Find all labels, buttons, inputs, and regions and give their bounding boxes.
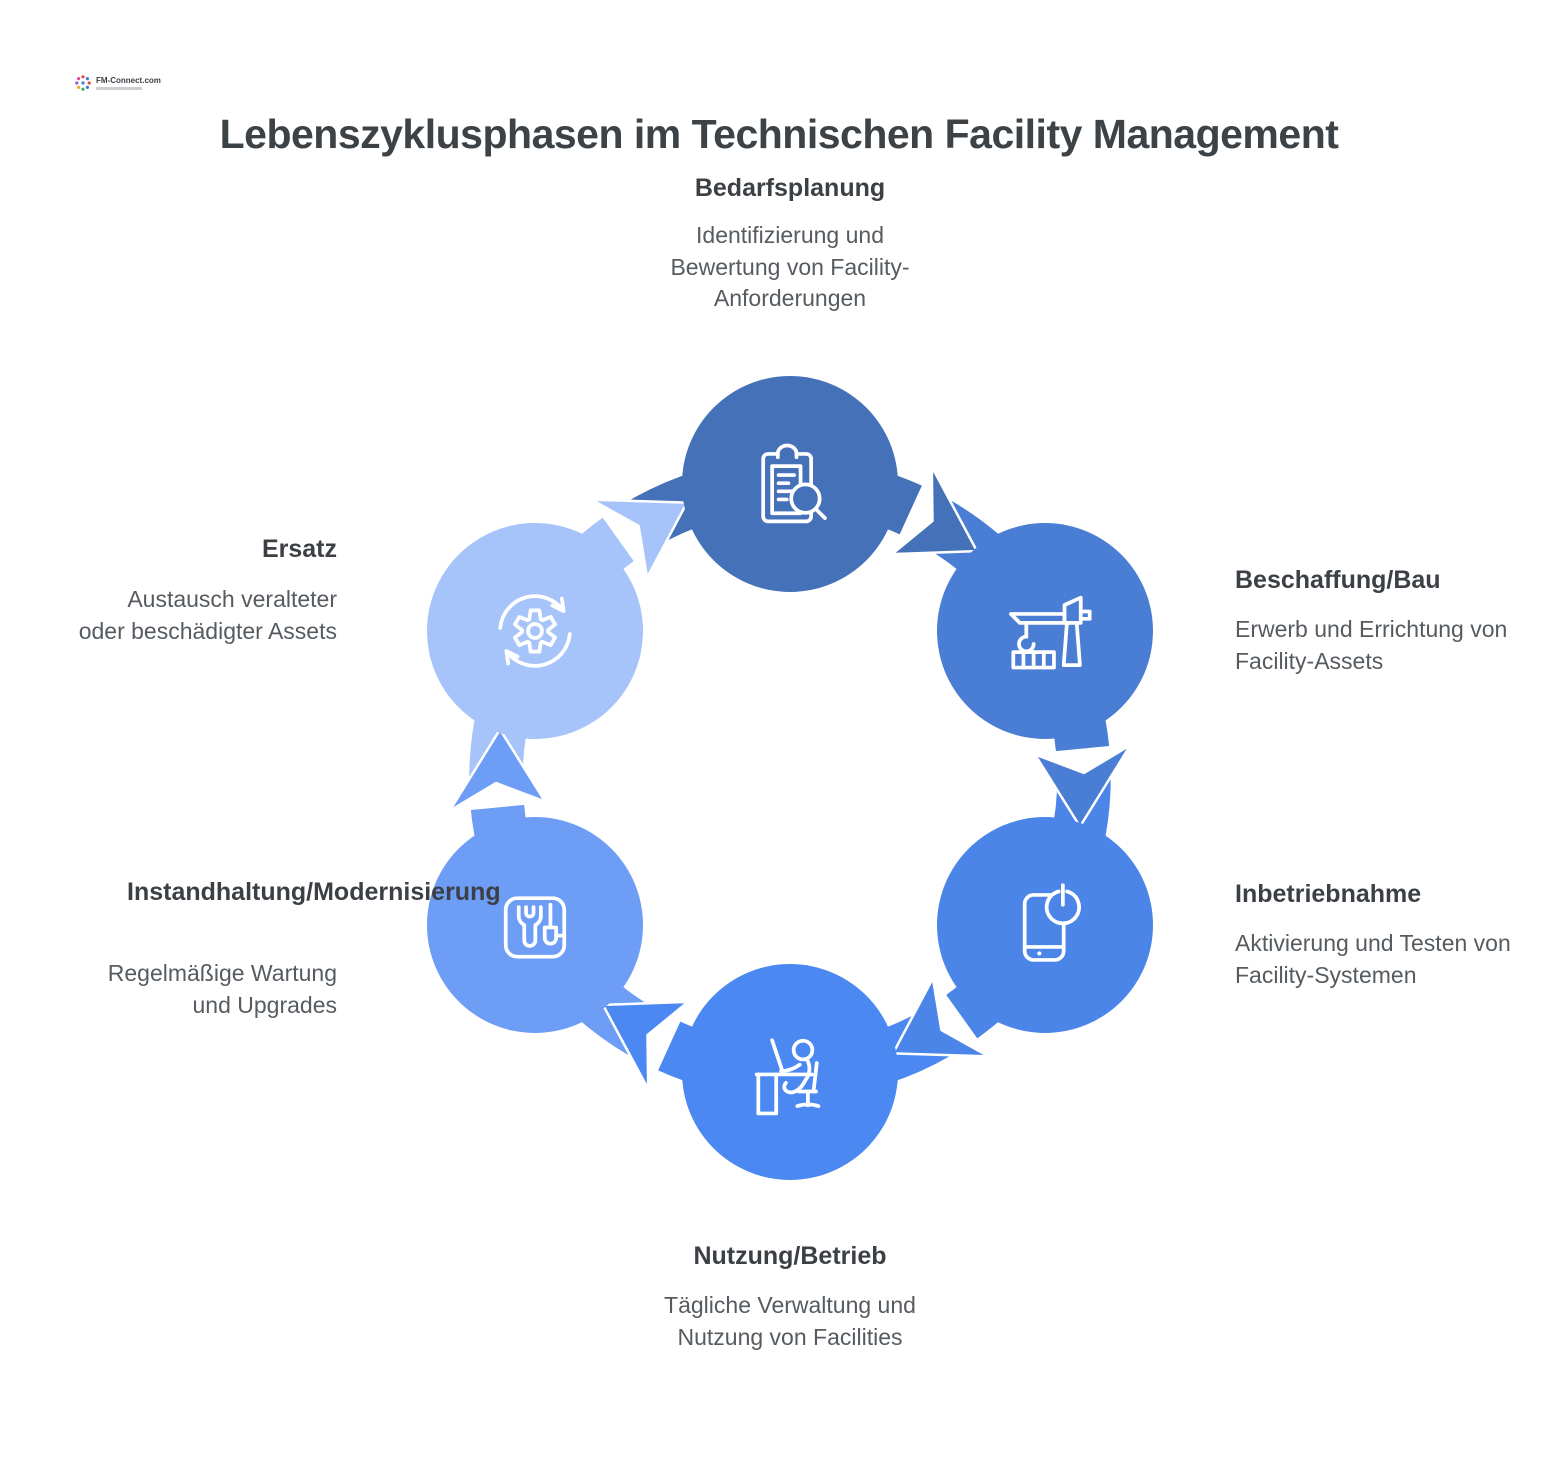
tools-icon: [503, 896, 567, 959]
phase-nutzung-description: Tägliche Verwaltung und Nutzung von Faci…: [664, 1292, 916, 1350]
sync-gear-icon: [498, 594, 572, 668]
phase-beschaffung-description: Erwerb und Errichtung von Facility-Asset…: [1235, 616, 1508, 674]
phase-ersatz-label: Ersatz: [261, 535, 337, 563]
phase-inbetriebnahme-label: Inbetriebnahme: [1235, 880, 1422, 908]
device-power-icon: [1022, 883, 1081, 962]
phase-instandhaltung-description: Regelmäßige Wartung und Upgrades: [107, 960, 337, 1018]
phase-nutzung-circle: [682, 964, 898, 1180]
workstation-icon: [754, 1038, 821, 1116]
phase-ersatz-circle: [427, 523, 643, 739]
logo-tagline: [96, 86, 142, 90]
page-title: Lebenszyklusphasen im Technischen Facili…: [219, 111, 1339, 158]
phase-ersatz-description: Austausch veralteter oder beschädigter A…: [78, 586, 337, 644]
phase-bedarfsplanung-description: Identifizierung und Bewertung von Facili…: [670, 222, 910, 312]
phase-inbetriebnahme-description: Aktivierung und Testen von Facility-Syst…: [1235, 930, 1511, 988]
brand-logo: FM-Connect.com: [74, 74, 161, 92]
phase-bedarfsplanung-label: Bedarfsplanung: [694, 174, 886, 202]
phase-instandhaltung-label: Instandhaltung/Modernisierung: [127, 878, 501, 906]
logo-burst-icon: [75, 75, 91, 91]
logo-name: FM-Connect.com: [96, 75, 161, 85]
phase-beschaffung-label: Beschaffung/Bau: [1235, 566, 1441, 594]
phase-inbetriebnahme-circle: [937, 817, 1153, 1033]
clipboard-search-icon: [761, 443, 827, 524]
phase-bedarfsplanung-circle: [682, 376, 898, 592]
construction-crane-icon: [1009, 595, 1092, 670]
phase-beschaffung-circle: [937, 523, 1153, 739]
phase-nutzung-label: Nutzung/Betrieb: [693, 1242, 887, 1270]
phase-instandhaltung-circle: [427, 817, 643, 1033]
